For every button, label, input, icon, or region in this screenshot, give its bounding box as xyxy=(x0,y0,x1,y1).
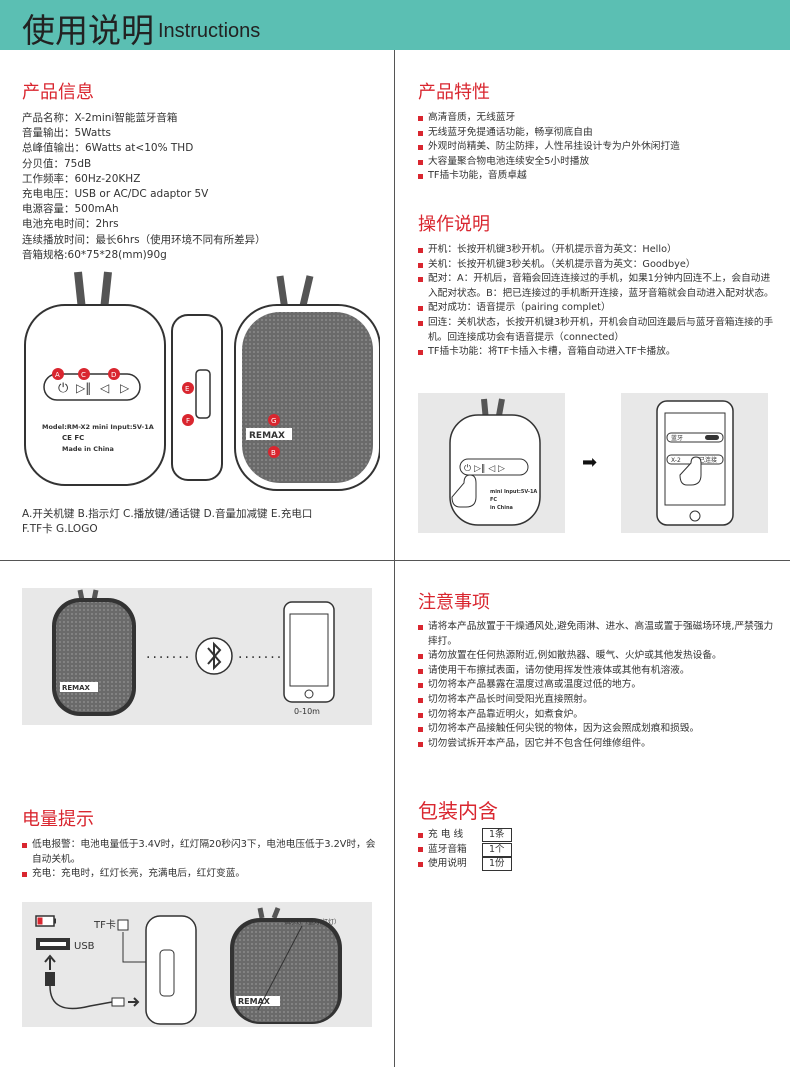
package-item: 充 电 线 1条 xyxy=(418,828,512,843)
speaker-parts-diagram: ⏻ ▷‖ ◁ ▷ Model:RM-X2 mini Input:5V-1A CE… xyxy=(24,271,380,491)
operation-item: 配对成功：语音提示（pairing complet） xyxy=(418,301,774,316)
marker-f: F xyxy=(186,417,190,425)
connected-label: 已连接 xyxy=(699,456,717,464)
feature-item: 大容量聚合物电池连续安全5小时播放 xyxy=(418,155,778,170)
spec-line: 总峰值输出：6Watts at<10% THD xyxy=(22,142,194,155)
tf-card-label: TF卡 xyxy=(93,918,116,931)
svg-text:▷‖: ▷‖ xyxy=(76,381,91,395)
marker-a: A xyxy=(55,371,60,379)
battery-list: 低电报警：电池电量低于3.4V时，红灯隔20秒闪3下，电池电压低于3.2V时，会… xyxy=(22,838,376,882)
ce-fc-mark: CE FC xyxy=(62,434,84,442)
usb-label: USB xyxy=(74,941,95,952)
made-in-china: Made in China xyxy=(62,445,114,453)
feature-item: TF插卡功能，音质卓越 xyxy=(418,169,778,184)
package-item: 使用说明 1份 xyxy=(418,857,512,872)
product-info-title: 产品信息 xyxy=(22,82,94,103)
svg-text:▷: ▷ xyxy=(120,381,130,395)
notice-item: 请勿放置在任何热源附近,例如散热器、暖气、火炉或其他发热设备。 xyxy=(418,649,774,664)
parts-caption-2: F.TF卡 G.LOGO xyxy=(22,523,98,535)
marker-g: G xyxy=(271,417,276,425)
speaker-mesh-view: REMAX G B xyxy=(234,275,380,491)
parts-caption-1: A.开关机键 B.指示灯 C.播放键/通话键 D.音量加减键 E.充电口 xyxy=(22,508,313,520)
notice-item: 切勿将本产品暴露在温度过高或温度过低的地方。 xyxy=(418,678,774,693)
feature-item: 外观时尚精美、防尘防摔，人性吊挂设计专为户外休闲打造 xyxy=(418,140,778,155)
feature-item: 无线蓝牙免提通话功能，畅享彻底自由 xyxy=(418,126,778,141)
package-item-qty: 1个 xyxy=(482,842,512,857)
spec-line: 工作频率：60Hz-20KHZ xyxy=(22,172,141,185)
spec-line: 电源容量：500mAh xyxy=(22,203,119,216)
svg-text:·······: ······· xyxy=(238,650,283,666)
spec-line: 音量输出：5Watts xyxy=(22,127,112,140)
package-item-qty: 1份 xyxy=(482,857,512,872)
speaker-text: mini Input:5V-1A xyxy=(490,489,537,495)
speaker-made: in China xyxy=(490,505,513,511)
header-title-cn: 使用说明 xyxy=(22,11,154,50)
product-info-list: 产品名称：X-2mini智能蓝牙音箱 音量输出：5Watts 总峰值输出：6Wa… xyxy=(22,111,266,263)
marker-d: D xyxy=(111,371,116,379)
brand-logo: REMAX xyxy=(249,431,285,441)
features-list: 高清音质，无线蓝牙 无线蓝牙免提通话功能，畅享彻底自由 外观时尚精美、防尘防摔，… xyxy=(418,111,778,184)
svg-text:◁: ◁ xyxy=(99,381,109,395)
package-item-qty: 1条 xyxy=(482,828,512,843)
notice-list: 请将本产品放置于干燥通风处,避免雨淋、进水、高温或置于强磁场环境,严禁强力摔打。… xyxy=(418,620,774,751)
model-text: Model:RM-X2 mini Input:5V-1A xyxy=(42,423,154,431)
battery-item: 充电：充电时，红灯长亮，充满电后，红灯变蓝。 xyxy=(22,867,376,882)
battery-title: 电量提示 xyxy=(22,809,94,830)
svg-text:⏻ ▷‖ ◁ ▷: ⏻ ▷‖ ◁ ▷ xyxy=(464,463,505,474)
package-title: 包装内含 xyxy=(418,799,498,823)
features-title: 产品特性 xyxy=(418,82,490,103)
notice-item: 切勿将本产品靠近明火，如煮食炉。 xyxy=(418,708,774,723)
svg-text:⏻: ⏻ xyxy=(58,381,68,396)
marker-b: B xyxy=(271,449,276,457)
horizontal-divider xyxy=(0,560,790,561)
notice-item: 切勿将本产品接触任何尖锐的物体，因为这会照成划痕和损毁。 xyxy=(418,722,774,737)
arrow-right-icon: ➡ xyxy=(582,452,598,473)
range-distance: 0-10m xyxy=(294,707,320,716)
charging-brand-logo: REMAX xyxy=(238,997,271,1006)
spec-line: 产品名称：X-2mini智能蓝牙音箱 xyxy=(22,112,178,124)
notice-item: 请将本产品放置于干燥通风处,避免雨淋、进水、高温或置于强磁场环境,严禁强力摔打。 xyxy=(418,620,774,649)
notice-title: 注意事项 xyxy=(418,592,490,613)
spec-line: 电池充电时间：2hrs xyxy=(22,218,119,231)
speaker-fc: FC xyxy=(490,497,497,503)
operation-item: 关机：长按开机键3秒关机。（关机提示音为英文：Goodbye） xyxy=(418,258,774,273)
device-label: X-2 xyxy=(671,457,681,464)
operation-item: 开机：长按开机键3秒开机。（开机提示音为英文：Hello） xyxy=(418,243,774,258)
bt-label: 蓝牙 xyxy=(671,434,683,442)
package-item-name: 蓝牙音箱 xyxy=(428,843,467,855)
speaker-side-view: E F xyxy=(171,314,223,481)
pairing-phone-panel: 蓝牙 X-2 已连接 xyxy=(621,393,768,533)
notice-item: 切勿将本产品长时间受阳光直接照射。 xyxy=(418,693,774,708)
package-item: 蓝牙音箱 1个 xyxy=(418,842,512,858)
notice-item: 请使用干布擦拭表面，请勿使用挥发性液体或其他有机溶液。 xyxy=(418,664,774,679)
speaker-front-view: ⏻ ▷‖ ◁ ▷ Model:RM-X2 mini Input:5V-1A CE… xyxy=(24,271,166,486)
operation-list: 开机：长按开机键3秒开机。（开机提示音为英文：Hello） 关机：长按开机键3秒… xyxy=(418,243,774,360)
operation-item: 配对：A：开机后，音箱会回连连接过的手机，如果1分钟内回连不上，会自动进入配对状… xyxy=(418,272,774,301)
spec-line: 充电电压：USB or AC/DC adaptor 5V xyxy=(22,188,209,201)
svg-text:·······: ······· xyxy=(146,650,191,666)
marker-e: E xyxy=(185,385,189,393)
package-item-name: 充 电 线 xyxy=(428,829,464,840)
indicator-label: 指示灯（蓝灯/红灯） xyxy=(284,918,340,926)
feature-item: 高清音质，无线蓝牙 xyxy=(418,111,778,126)
package-list: 充 电 线 1条 蓝牙音箱 1个 使用说明 1份 xyxy=(418,828,512,872)
notice-item: 切勿尝试拆开本产品，因它并不包含任何维修组件。 xyxy=(418,737,774,752)
range-brand-logo: REMAX xyxy=(62,684,91,692)
range-panel: REMAX ······· ······· 0-10m xyxy=(22,588,372,725)
spec-line: 分贝值：75dB xyxy=(22,157,92,170)
marker-c: C xyxy=(81,371,86,379)
spec-line: 音箱规格:60*75*28(mm)90g xyxy=(22,248,167,261)
header-bar: 使用说明 Instructions xyxy=(0,0,790,50)
package-item-name: 使用说明 xyxy=(428,858,467,870)
battery-item: 低电报警：电池电量低于3.4V时，红灯隔20秒闪3下，电池电压低于3.2V时，会… xyxy=(22,838,376,867)
operation-title: 操作说明 xyxy=(418,214,490,235)
pairing-speaker-panel: ⏻ ▷‖ ◁ ▷ mini Input:5V-1A FC in China xyxy=(418,393,565,533)
header-title-en: Instructions xyxy=(158,20,261,42)
spec-line: 连续播放时间：最长6hrs（使用环境不同有所差异） xyxy=(22,233,266,246)
operation-item: TF插卡功能：将TF卡插入卡槽，音箱自动进入TF卡播放。 xyxy=(418,345,774,360)
vertical-divider xyxy=(394,50,395,1067)
charging-panel: USB TF卡 REMAX 指示灯（蓝灯/红灯） xyxy=(22,902,372,1027)
operation-item: 回连：关机状态，长按开机键3秒开机，开机会自动回连最后与蓝牙音箱连接的手机。回连… xyxy=(418,316,774,345)
